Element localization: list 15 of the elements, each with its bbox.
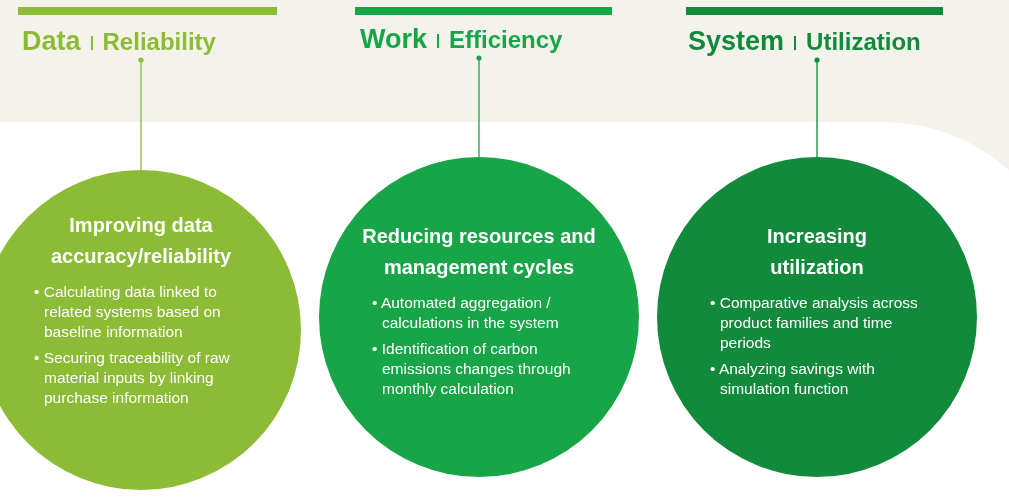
bullet-text: • Identification of carbon emissions changes through monthly calculation [372, 339, 572, 399]
heading-text: Utilization [806, 28, 921, 56]
bullet-text: • Comparative analysis across product families and time periods [710, 293, 919, 353]
bullet-text: • Calculating data linked to related systems based on baseline information [34, 282, 222, 342]
circle-title: Reducing resources and management cycles [361, 224, 597, 280]
circle-title: Improving data accuracy/reliability [49, 213, 233, 269]
bullet-text: • Analyzing savings with simulation function [710, 359, 876, 399]
heading-text: Data [22, 26, 81, 57]
heading-text: Work [360, 24, 427, 55]
bullet-text: • Automated aggregation / calculations in the system [372, 293, 560, 333]
bullet-text: • Securing traceability of raw material inputs by linking purchase information [34, 348, 231, 408]
heading-text: System [688, 26, 785, 57]
circle-title: Increasing utilization [765, 224, 868, 280]
heading-text: Reliability [102, 28, 216, 56]
heading-text: Efficiency [449, 26, 563, 54]
